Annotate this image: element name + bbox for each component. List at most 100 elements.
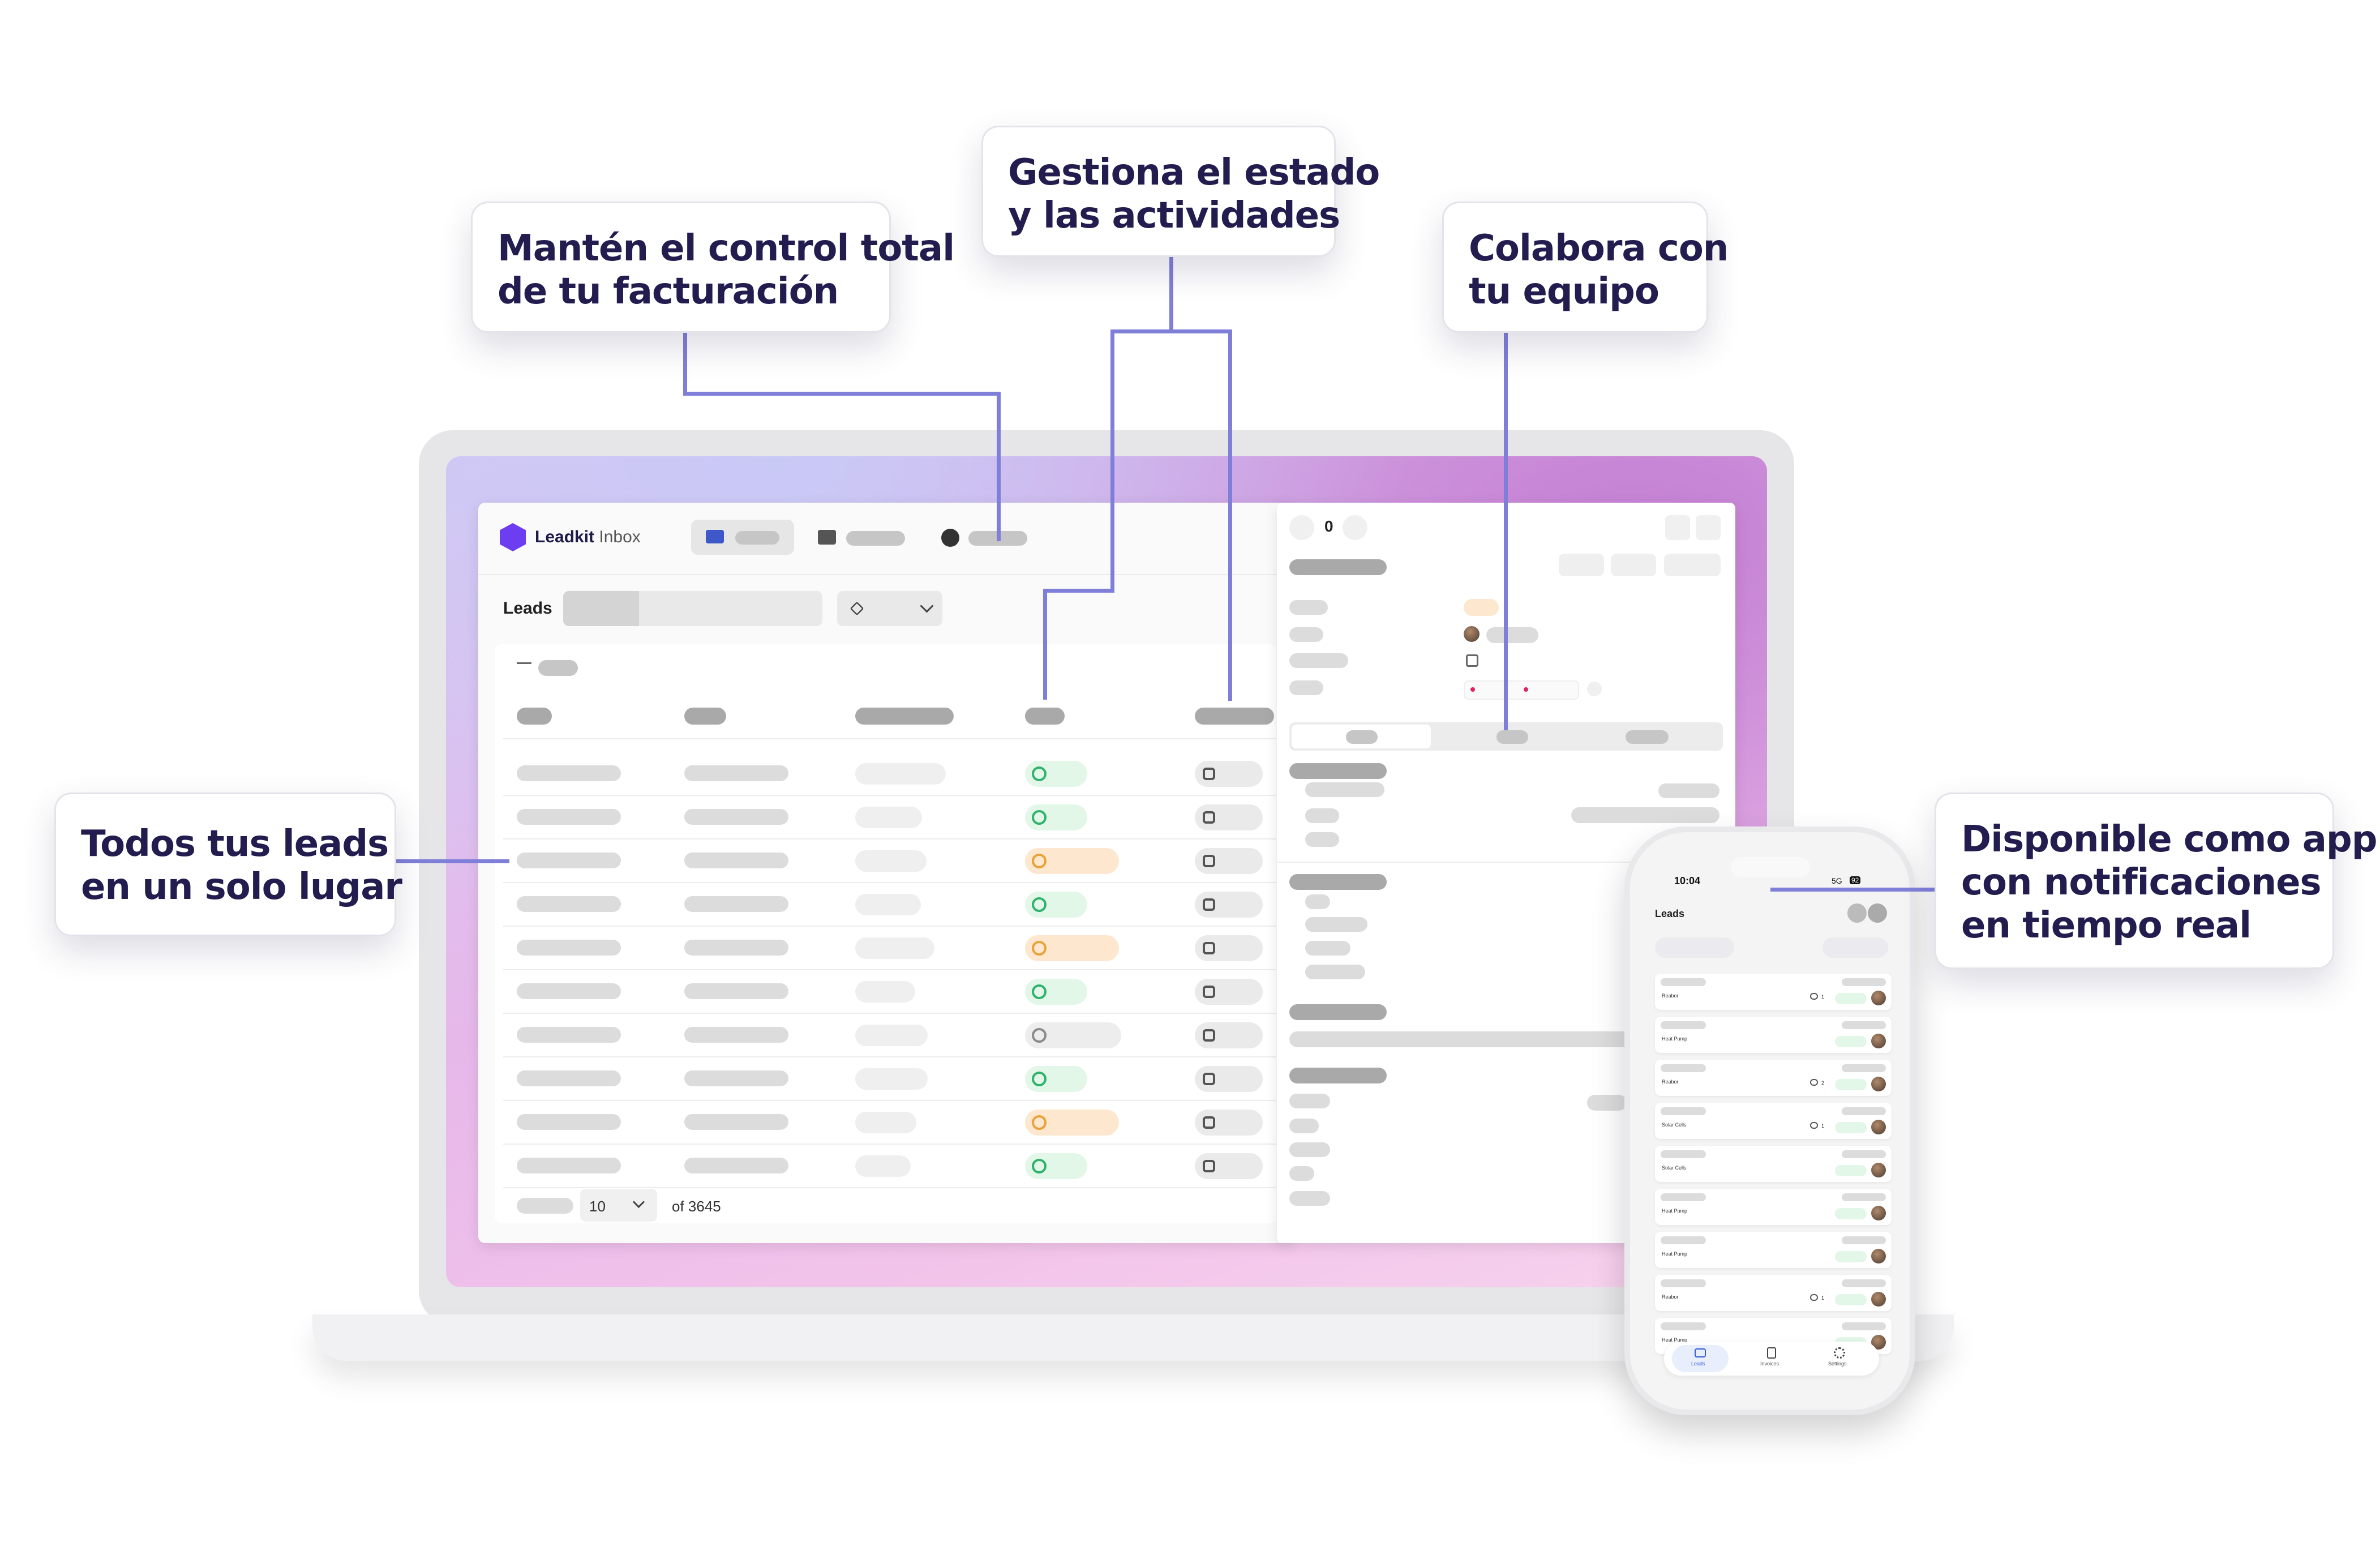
status-network: 5G — [1832, 876, 1842, 885]
phone-filter-button[interactable] — [1822, 937, 1888, 958]
table-row[interactable] — [495, 752, 1276, 796]
activity-chip[interactable] — [1195, 848, 1263, 874]
activity-chip[interactable] — [1195, 935, 1263, 961]
brand-suffix: Inbox — [599, 528, 641, 546]
phone-tab-label: Settings — [1828, 1361, 1847, 1367]
inbox-icon — [1695, 1348, 1706, 1357]
clock-icon — [1203, 1029, 1215, 1042]
cell-value — [855, 1155, 911, 1177]
cell-company — [684, 853, 788, 868]
column-header[interactable] — [855, 708, 954, 725]
clock-icon — [1203, 1160, 1215, 1172]
activity-chip[interactable] — [1195, 804, 1263, 830]
prev-button[interactable] — [1289, 515, 1314, 540]
nav-tab-leads[interactable] — [691, 520, 794, 555]
callout-leads: Todos tus leads en un solo lugar — [54, 793, 402, 936]
column-header-status[interactable] — [1025, 708, 1065, 725]
phone-tab-invoices[interactable]: Invoices — [1743, 1345, 1800, 1372]
nav-tab-team[interactable] — [941, 520, 1037, 555]
filter-chip[interactable] — [538, 660, 578, 676]
comment-icon — [1810, 1294, 1818, 1301]
avatar[interactable] — [1847, 903, 1867, 923]
phone-tab-bar: Leads Invoices Settings — [1664, 1342, 1879, 1376]
lead-name — [1289, 559, 1387, 575]
activity-chip[interactable] — [1195, 1066, 1263, 1092]
avatar[interactable] — [1868, 903, 1887, 923]
activity-chip[interactable] — [1195, 1153, 1263, 1179]
phone-group-select[interactable] — [1655, 937, 1734, 958]
status-icon — [1032, 941, 1047, 956]
lead-tag: Reabor — [1662, 993, 1679, 999]
table-row[interactable] — [495, 1013, 1276, 1057]
phone-lead-card[interactable]: Solar Cells — [1655, 1146, 1892, 1182]
cell-company — [684, 1114, 788, 1130]
status-badge — [1835, 1165, 1867, 1176]
add-tag-button[interactable] — [1587, 682, 1602, 696]
table-row[interactable] — [495, 883, 1276, 927]
phone-lead-card[interactable]: Heat Pump — [1655, 1189, 1892, 1225]
avatar — [1464, 626, 1480, 642]
next-button[interactable] — [1343, 515, 1367, 540]
comment-count: 2 — [1821, 1080, 1825, 1086]
table-row[interactable] — [495, 1057, 1276, 1101]
comment-count: 1 — [1821, 994, 1825, 1000]
filter-icon[interactable] — [517, 662, 531, 675]
view-segmented-control[interactable] — [563, 591, 822, 626]
activity-chip[interactable] — [1195, 1110, 1263, 1136]
brand-name: Leadkit — [535, 528, 595, 546]
column-header[interactable] — [517, 708, 552, 725]
activity-chip[interactable] — [1195, 892, 1263, 918]
car-icon — [1203, 1073, 1215, 1085]
status-icon — [1032, 766, 1047, 781]
table-row[interactable] — [495, 926, 1276, 970]
table-row[interactable] — [495, 839, 1276, 883]
tag-input[interactable] — [1464, 680, 1579, 700]
phone-lead-card[interactable]: Heat Pump — [1655, 1017, 1892, 1053]
mention-button[interactable] — [1664, 554, 1721, 576]
status-battery: 92 — [1850, 876, 1861, 884]
comment-icon — [1810, 993, 1818, 1000]
close-icon[interactable] — [1696, 515, 1721, 540]
column-header[interactable] — [684, 708, 726, 725]
nav-tab-invoices[interactable] — [818, 520, 914, 555]
table-row[interactable] — [495, 1144, 1276, 1188]
phone-tab-settings[interactable]: Settings — [1811, 1345, 1868, 1372]
table-row[interactable] — [495, 970, 1276, 1014]
status-badge[interactable] — [1464, 599, 1499, 616]
table-row[interactable] — [495, 795, 1276, 839]
activity-chip[interactable] — [1195, 1022, 1263, 1048]
call-button[interactable] — [1559, 554, 1604, 576]
table-row[interactable] — [495, 1100, 1276, 1145]
chat-icon — [1203, 986, 1215, 998]
page-size-select[interactable]: 10 — [580, 1189, 657, 1222]
column-header-activity[interactable] — [1195, 708, 1274, 725]
page-size-value: 10 — [589, 1198, 606, 1215]
record-counter: 0 — [1324, 517, 1333, 535]
comment-count: 1 — [1821, 1295, 1825, 1301]
avatar — [1871, 991, 1886, 1005]
cell-name — [517, 1114, 621, 1130]
group-select[interactable] — [837, 591, 942, 626]
cell-value — [855, 894, 921, 915]
activity-chip[interactable] — [1195, 761, 1263, 787]
brand-logo-icon — [500, 523, 526, 551]
pagination-label — [517, 1198, 573, 1214]
callout-app: Disponible como app con notificaciones e… — [1935, 793, 2378, 969]
phone-tab-leads[interactable]: Leads — [1672, 1345, 1729, 1372]
expand-icon[interactable] — [1665, 515, 1690, 540]
cell-value — [855, 981, 915, 1003]
phone-lead-card[interactable]: Heat Pump — [1655, 1232, 1892, 1268]
avatar — [1871, 1163, 1886, 1177]
page-title: Leads — [503, 599, 552, 618]
cell-name — [517, 1027, 621, 1043]
phone-lead-card[interactable]: Reabor 1 — [1655, 974, 1892, 1010]
lead-tag: Solar Cells — [1662, 1122, 1687, 1128]
email-button[interactable] — [1611, 554, 1656, 576]
status-time: 10:04 — [1674, 875, 1701, 886]
clock-icon — [1203, 855, 1215, 867]
activity-chip[interactable] — [1195, 979, 1263, 1005]
avatar — [1871, 1077, 1886, 1091]
